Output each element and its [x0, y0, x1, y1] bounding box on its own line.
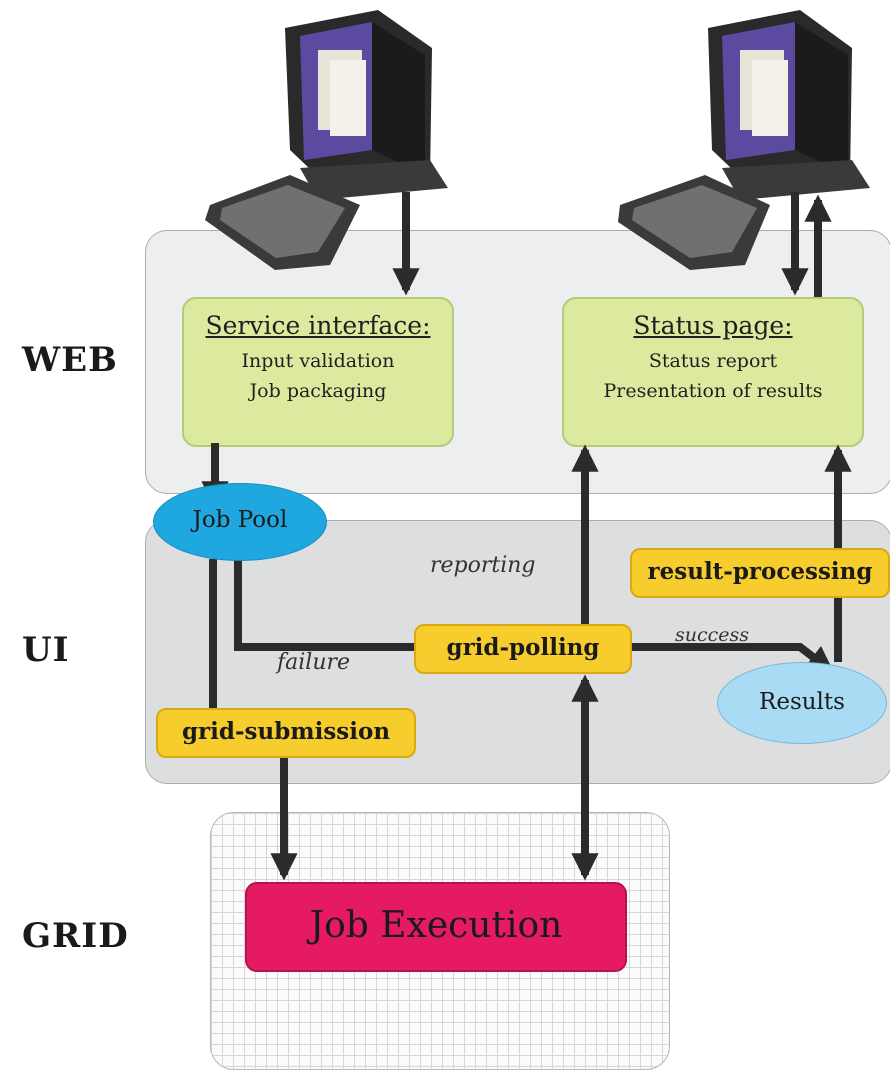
layer-label-ui: UI [22, 630, 70, 670]
grid-polling-box: grid-polling [414, 624, 632, 674]
status-page-title: Status page: [633, 311, 793, 340]
left-computer-icon [205, 10, 448, 270]
right-computer-icon [618, 10, 870, 270]
service-interface-line-1: Input validation [241, 350, 395, 372]
job-execution-box: Job Execution [245, 882, 627, 972]
status-page-line-2: Presentation of results [603, 380, 823, 402]
edge-label-failure: failure [277, 650, 351, 675]
status-page-line-1: Status report [648, 350, 778, 372]
edge-label-success: success [675, 624, 750, 646]
result-processing-box: result-processing [630, 548, 890, 598]
layer-label-grid: GRID [22, 916, 129, 956]
edge-label-reporting: reporting [430, 553, 536, 578]
job-pool-node: Job Pool [153, 483, 327, 561]
service-interface-line-2: Job packaging [249, 380, 387, 402]
service-interface-box: Service interface: Input validation Job … [182, 297, 454, 447]
arrow-failure-to-jobpool [224, 524, 414, 651]
service-interface-title: Service interface: [205, 311, 431, 340]
results-node: Results [717, 662, 887, 744]
layer-label-web: WEB [22, 340, 118, 380]
grid-submission-box: grid-submission [156, 708, 416, 758]
status-page-box: Status page: Status report Presentation … [562, 297, 864, 447]
